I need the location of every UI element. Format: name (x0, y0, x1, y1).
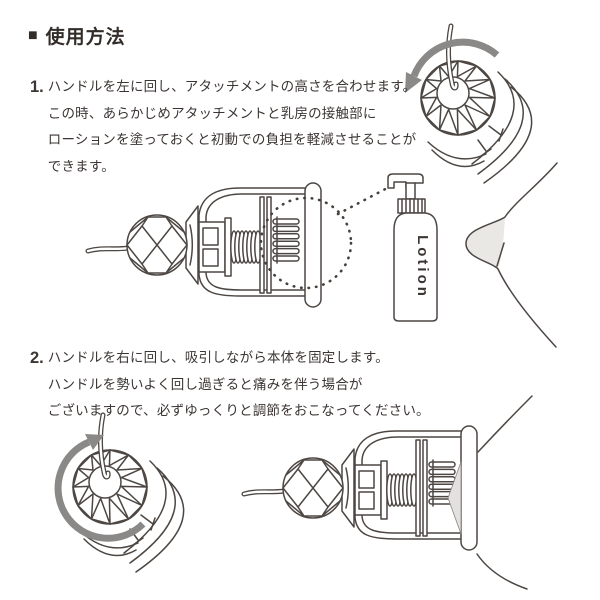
step-2: 2. ハンドルを右に回し、吸引しながら本体を固定します。 ハンドルを勢いよく回し… (30, 345, 430, 425)
breast-illustration (465, 162, 558, 348)
instruction-line: できます。 (47, 158, 115, 174)
rotate-right-arrow-icon (54, 434, 146, 542)
suction-nipple-shading (447, 461, 462, 535)
instruction-line: ハンドルを右に回し、吸引しながら本体を固定します。 (47, 350, 389, 365)
zoom-callout-circle (259, 196, 353, 290)
step-1: 1. ハンドルを左に回し、アタッチメントの高さを合わせます。 この時、あらかじめ… (30, 74, 416, 180)
instruction-line: ハンドルを左に回し、アタッチメントの高さを合わせます。 (47, 79, 417, 94)
instruction-line: ハンドルを勢いよく回し過ぎると痛みを伴う場合が (47, 376, 363, 392)
step2-device-illustration (244, 395, 533, 590)
lotion-bottle: Lotion (387, 173, 438, 322)
page-heading: ■ 使用方法 (28, 22, 126, 49)
lotion-label: Lotion (414, 235, 431, 299)
instruction-line: ローションを塗っておくと初動での負担を軽減させることが (47, 132, 417, 147)
page-title: 使用方法 (45, 27, 126, 48)
breast-upper-line (477, 395, 533, 453)
step2-rotation-illustration (54, 415, 184, 572)
instruction-line: この時、あらかじめアタッチメントと乳房の接触部に (47, 105, 377, 121)
step-number: 2. (30, 349, 44, 367)
step1-device-illustration (88, 183, 393, 307)
breast-lower-line (476, 553, 528, 590)
section-marker-icon: ■ (28, 26, 39, 44)
callout-dotted-line (336, 184, 393, 216)
step1-rotation-illustration (405, 26, 532, 183)
instruction-line: ございますので、必ずゆっくりと調節をおこなってください。 (47, 403, 430, 418)
step-number: 1. (30, 78, 44, 96)
rotate-left-arrow-icon (405, 38, 500, 93)
